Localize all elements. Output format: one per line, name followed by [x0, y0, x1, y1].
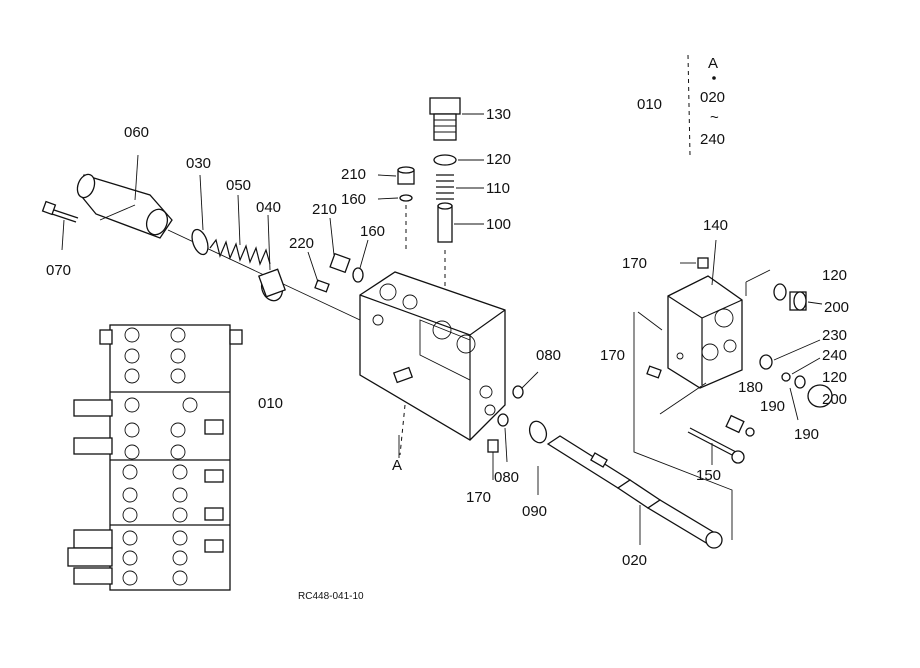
bolt-070: [41, 200, 79, 251]
oring-120-right: [773, 283, 787, 301]
legend-range-sep: ~: [710, 109, 719, 126]
legend-marker: A: [708, 55, 718, 72]
legend-range-start: 020: [700, 89, 725, 106]
label-220: 220: [289, 235, 314, 252]
label-180: 180: [738, 379, 763, 396]
label-210-lower: 210: [312, 201, 337, 218]
bolt-180: [725, 414, 745, 434]
collar-040: [258, 214, 286, 302]
plug-200-lower: [807, 384, 833, 408]
oring-080-upper: [512, 371, 539, 399]
solenoid-060: [76, 154, 361, 321]
label-190-left: 190: [760, 398, 785, 415]
detail-marker-a: A: [392, 457, 402, 474]
label-090: 090: [522, 503, 547, 520]
reference-code: RC448-041-10: [298, 591, 364, 602]
valve-body: [359, 271, 506, 456]
spring-050: [209, 194, 271, 266]
screw-170-side: [646, 365, 662, 379]
plug-210-lower: [329, 217, 351, 274]
label-080-upper: 080: [536, 347, 561, 364]
label-130: 130: [486, 106, 511, 123]
label-230: 230: [822, 327, 847, 344]
valve-stack-drawing: [67, 324, 243, 591]
oring-080-lower: [497, 413, 509, 463]
label-210-upper: 210: [341, 166, 366, 183]
label-190-right: 190: [794, 426, 819, 443]
spool-020: [546, 435, 723, 549]
block-140: [633, 239, 771, 540]
label-120-right: 120: [822, 267, 847, 284]
spring-110: [436, 174, 484, 200]
label-010-left: 010: [258, 395, 283, 412]
washer-190: [745, 387, 799, 437]
bolt-150: [687, 427, 745, 465]
screw-170-top: [680, 257, 709, 269]
label-140: 140: [703, 217, 728, 234]
oring-030: [191, 174, 209, 256]
label-120-lower: 120: [822, 369, 847, 386]
legend-bracket: [687, 54, 691, 156]
plug-220: [307, 251, 330, 293]
poppet-100: [437, 202, 484, 290]
plug-200-top: [789, 291, 823, 311]
oring-160-lower: [352, 239, 369, 283]
oring-090: [528, 420, 548, 495]
label-070: 070: [46, 262, 71, 279]
legend-assembly: 010: [637, 96, 662, 113]
oring-120-lower: [794, 375, 806, 389]
plug-130: [429, 97, 484, 141]
oring-160-upper: [377, 194, 413, 250]
label-030: 030: [186, 155, 211, 172]
label-160-upper: 160: [341, 191, 366, 208]
label-040: 040: [256, 199, 281, 216]
legend-range-end: 240: [700, 131, 725, 148]
plug-210-upper: [377, 166, 415, 185]
legend-dot: [712, 76, 716, 80]
label-170-top: 170: [622, 255, 647, 272]
label-170-bottom: 170: [466, 489, 491, 506]
label-120-top: 120: [486, 151, 511, 168]
part-230: [759, 339, 821, 370]
label-100: 100: [486, 216, 511, 233]
label-170-side: 170: [600, 347, 625, 364]
label-160-lower: 160: [360, 223, 385, 240]
part-240: [781, 357, 821, 382]
label-200-top: 200: [824, 299, 849, 316]
label-150: 150: [696, 467, 721, 484]
label-200-lower: 200: [822, 391, 847, 408]
label-050: 050: [226, 177, 251, 194]
label-110: 110: [486, 180, 510, 197]
label-240: 240: [822, 347, 847, 364]
label-060: 060: [124, 124, 149, 141]
screw-170-bottom: [487, 439, 499, 480]
label-080-lower: 080: [494, 469, 519, 486]
oring-120-top: [433, 154, 484, 166]
label-020: 020: [622, 552, 647, 569]
